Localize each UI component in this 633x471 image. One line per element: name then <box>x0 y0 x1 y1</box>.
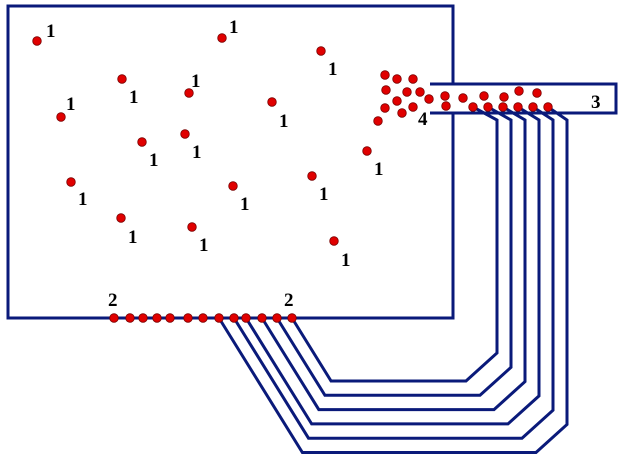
bottom-edge-dot <box>125 313 135 323</box>
bottom-edge-dot <box>138 313 148 323</box>
scattered-dot-label: 1 <box>199 235 209 256</box>
scattered-dot <box>116 213 126 223</box>
scattered-dot-label: 1 <box>341 250 351 271</box>
cluster-dot <box>424 94 434 104</box>
cluster-dot <box>380 70 390 80</box>
cluster-dot <box>441 101 451 111</box>
dots-layer <box>32 33 553 323</box>
scattered-dot-label: 1 <box>46 21 56 42</box>
labels-layer: 2 2 3 4 1 1 1 1 1 1 1 1 1 1 1 1 1 1 1 1 <box>46 17 601 311</box>
main-box-outline <box>6 4 455 320</box>
scattered-dot <box>32 36 42 46</box>
cluster-dot <box>514 86 524 96</box>
label-bottom-right-2: 2 <box>284 290 294 311</box>
bottom-edge-dot <box>198 313 208 323</box>
scattered-dot <box>187 222 197 232</box>
channel-wire-dot <box>543 102 553 112</box>
label-entrance-4: 4 <box>418 109 428 130</box>
channel-wire-dot <box>513 102 523 112</box>
scattered-dot-label: 1 <box>319 184 329 205</box>
channel-outline <box>430 82 618 115</box>
bottom-edge-dot <box>165 313 175 323</box>
cluster-dot <box>373 116 383 126</box>
bottom-edge-dot <box>229 313 239 323</box>
scattered-dot <box>184 88 194 98</box>
wire-5 <box>232 105 555 440</box>
bottom-edge-dot <box>214 313 224 323</box>
scattered-dot <box>307 171 317 181</box>
scattered-dot-label: 1 <box>192 142 202 163</box>
scattered-dot-label: 1 <box>240 194 250 215</box>
bottom-edge-dot <box>183 313 193 323</box>
scattered-dot-label: 1 <box>229 17 239 38</box>
bottom-edge-dot <box>152 313 162 323</box>
cluster-dot <box>532 88 542 98</box>
wire-6 <box>217 105 569 454</box>
scattered-dot-label: 1 <box>66 94 76 115</box>
cluster-dot <box>440 91 450 101</box>
cluster-dot <box>408 102 418 112</box>
scattered-dot <box>267 97 277 107</box>
scattered-dot <box>56 112 66 122</box>
channel-wire-dot <box>528 102 538 112</box>
bottom-edge-dot <box>272 313 282 323</box>
channel-wire-dot <box>483 102 493 112</box>
scattered-dot <box>137 137 147 147</box>
scattered-dot-label: 1 <box>149 150 159 171</box>
cluster-dot <box>392 74 402 84</box>
scattered-dot <box>362 146 372 156</box>
lines-layer <box>6 4 618 454</box>
channel-wire-dot <box>468 102 478 112</box>
scattered-dot-label: 1 <box>374 159 384 180</box>
scattered-dot-label: 1 <box>191 71 201 92</box>
scattered-dot-label: 1 <box>128 227 138 248</box>
channel-wire-dot <box>498 102 508 112</box>
label-channel-3: 3 <box>591 92 601 113</box>
cluster-dot <box>415 87 425 97</box>
cluster-dot <box>380 103 390 113</box>
cluster-dot <box>479 91 489 101</box>
cluster-dot <box>408 74 418 84</box>
scattered-dot-label: 1 <box>328 59 338 80</box>
bottom-edge-dot <box>287 313 297 323</box>
scattered-dot <box>329 236 339 246</box>
scattered-dot-label: 1 <box>78 189 88 210</box>
cluster-dot <box>392 96 402 106</box>
scattered-dot <box>117 74 127 84</box>
bottom-edge-dot <box>241 313 251 323</box>
scattered-dot-label: 1 <box>279 111 289 132</box>
scattered-dot <box>217 33 227 43</box>
cluster-dot <box>499 92 509 102</box>
cluster-dot <box>458 93 468 103</box>
wire-1 <box>290 105 499 383</box>
scattered-dot <box>228 181 238 191</box>
scattered-dot <box>316 46 326 56</box>
bottom-edge-dot <box>109 313 119 323</box>
wire-4 <box>244 105 541 426</box>
wire-2 <box>275 105 513 397</box>
scattered-dot <box>66 177 76 187</box>
cluster-dot <box>397 108 407 118</box>
cluster-dot <box>381 85 391 95</box>
wire-3 <box>260 105 527 412</box>
cluster-dot <box>402 87 412 97</box>
scattered-dot-label: 1 <box>129 87 139 108</box>
bottom-edge-dot <box>257 313 267 323</box>
scattered-dot <box>180 129 190 139</box>
label-bottom-left-2: 2 <box>108 290 118 311</box>
